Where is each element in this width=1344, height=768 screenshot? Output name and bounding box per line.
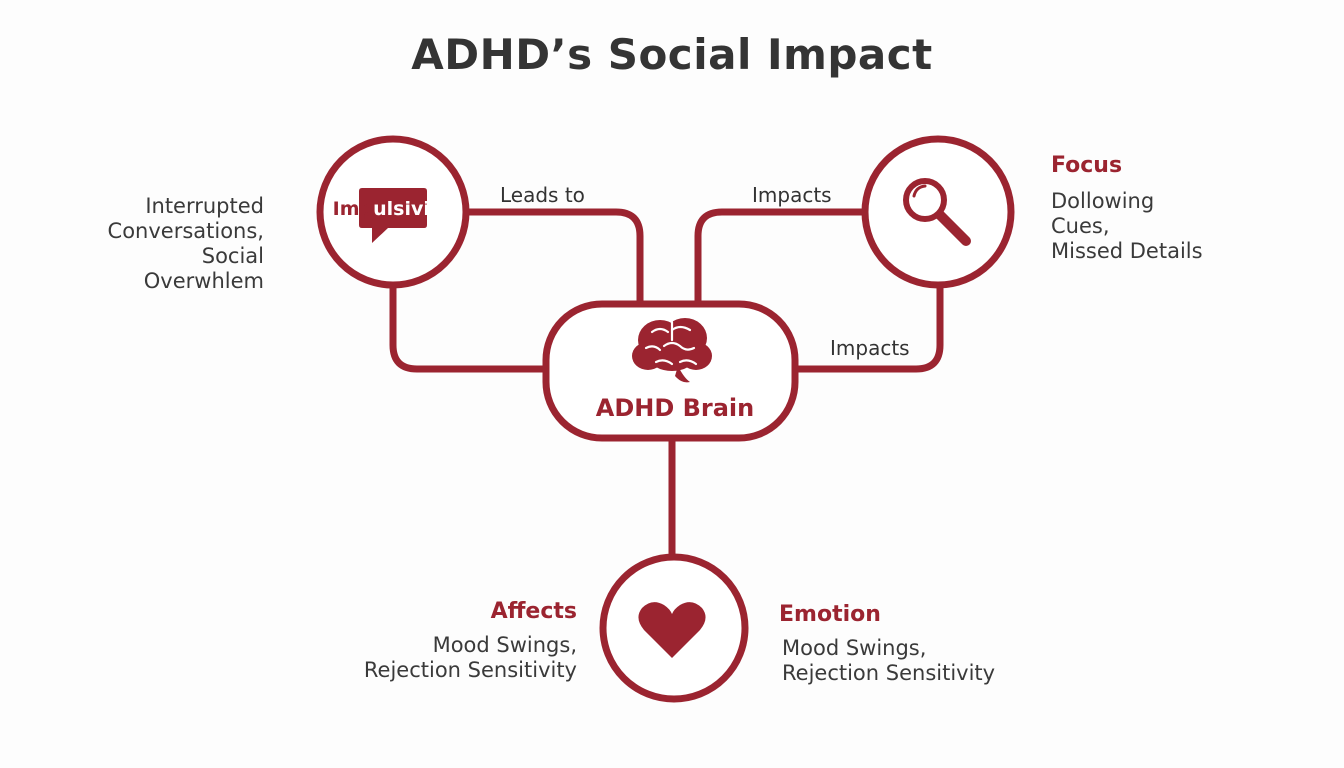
emotion-description-line: Rejection Sensitivity <box>782 661 996 685</box>
magnifier-icon <box>903 178 971 246</box>
affects-description-line: Mood Swings, <box>432 633 577 657</box>
focus-description: Dollowing Cues, Missed Details <box>1051 189 1203 264</box>
impulsivity-label-part-2: ulsivity <box>373 198 452 220</box>
impulsivity-description: Interrupted Conversations, Social Overwh… <box>100 194 264 294</box>
emotion-description-line: Mood Swings, <box>782 636 927 660</box>
focus-heading: Focus <box>1051 153 1123 178</box>
emotion-description: Mood Swings, Rejection Sensitivity <box>782 636 995 686</box>
affects-description-line: Rejection Sensitivity <box>363 658 577 682</box>
impulsivity-description-line: Social <box>201 244 264 268</box>
page-title: ADHD’s Social Impact <box>411 30 933 79</box>
affects-heading: Affects <box>490 599 577 624</box>
center-node <box>542 300 799 442</box>
affects-description: Mood Swings, Rejection Sensitivity <box>340 633 577 683</box>
focus-description-line: Dollowing <box>1051 189 1155 213</box>
edge-label-impacts-top: Impacts <box>752 183 832 207</box>
focus-description-line: Cues, <box>1051 214 1110 238</box>
impulsivity-description-line: Interrupted <box>145 194 264 218</box>
impulsivity-description-line: Overwhlem <box>143 269 264 293</box>
speech-bubble-icon <box>359 188 427 243</box>
impulsivity-description-line: Conversations, <box>107 219 264 243</box>
connector-leads-to <box>460 208 644 308</box>
connector-impulsivity-center <box>389 281 550 373</box>
edge-label-impacts-side: Impacts <box>830 336 910 360</box>
connector-impacts-top <box>694 208 870 308</box>
impulsivity-label-part-1: Imp <box>332 198 374 220</box>
center-label: ADHD Brain <box>595 394 755 422</box>
edge-label-leads-to: Leads to <box>500 183 585 207</box>
brain-icon <box>632 318 712 383</box>
focus-description-line: Missed Details <box>1051 239 1203 263</box>
impulsivity-label: Impulsivity <box>326 198 458 220</box>
connector-impacts-side <box>791 281 944 373</box>
heart-icon <box>638 602 706 658</box>
emotion-heading: Emotion <box>779 602 881 627</box>
